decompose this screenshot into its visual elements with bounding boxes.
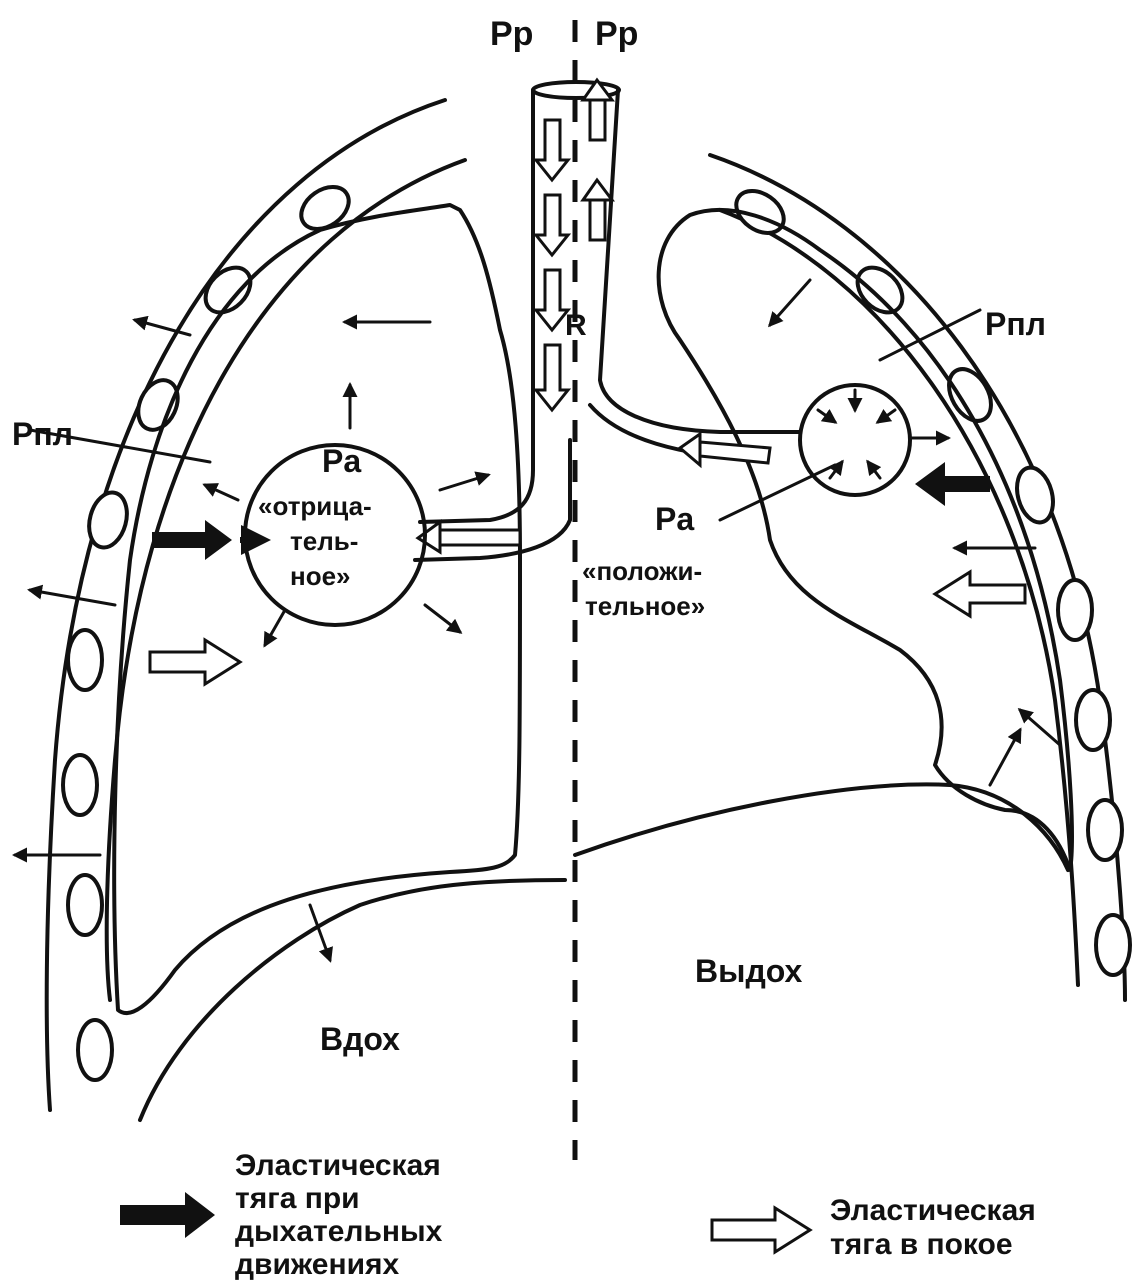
positive-pressure-text: «положи- тельное» (582, 556, 705, 621)
legend-active: Эластическая тяга при дыхательных движен… (120, 1149, 443, 1281)
trachea (415, 80, 800, 560)
right-diaphragm (575, 784, 1068, 870)
positive-line-1: «положи- (582, 556, 702, 586)
negative-pressure-text: «отрица- тель- ное» (258, 491, 372, 591)
right-elastic-arrows (915, 462, 1025, 616)
alveolar-right-label: Pa (655, 501, 694, 537)
left-diaphragm (140, 880, 565, 1120)
legend-active-line-3: дыхательных (235, 1215, 443, 1248)
left-elastic-arrows (150, 520, 265, 684)
legend-rest-line-2: тяга в покое (830, 1228, 1013, 1261)
legend-rest-line-1: Эластическая (830, 1194, 1036, 1227)
negative-line-2: тель- (290, 526, 358, 556)
pressure-right-top-label: Pp (595, 15, 638, 53)
negative-line-3: ное» (290, 561, 351, 591)
pleural-right-label: Pпл (985, 306, 1046, 342)
left-lung-outline (114, 205, 520, 1013)
legend-active-line-1: Эластическая (235, 1149, 441, 1182)
positive-line-2: тельное» (585, 591, 705, 621)
legend-active-line-2: тяга при (235, 1182, 360, 1215)
pressure-left-top-label: Pp (490, 15, 533, 53)
resistance-label: R (565, 309, 587, 342)
legend-hollow-arrow (712, 1208, 810, 1252)
legend-rest: Эластическая тяга в покое (712, 1194, 1036, 1261)
exhale-label: Выдох (695, 953, 803, 989)
pleural-left-label: Pпл (12, 416, 73, 452)
legend-solid-arrow (120, 1192, 215, 1238)
legend-active-line-4: движениях (235, 1248, 400, 1281)
alveolar-left-label: Pa (322, 443, 361, 479)
inhale-label: Вдох (320, 1021, 400, 1057)
right-chest-wall (710, 155, 1130, 1000)
negative-line-1: «отрица- (258, 491, 372, 521)
